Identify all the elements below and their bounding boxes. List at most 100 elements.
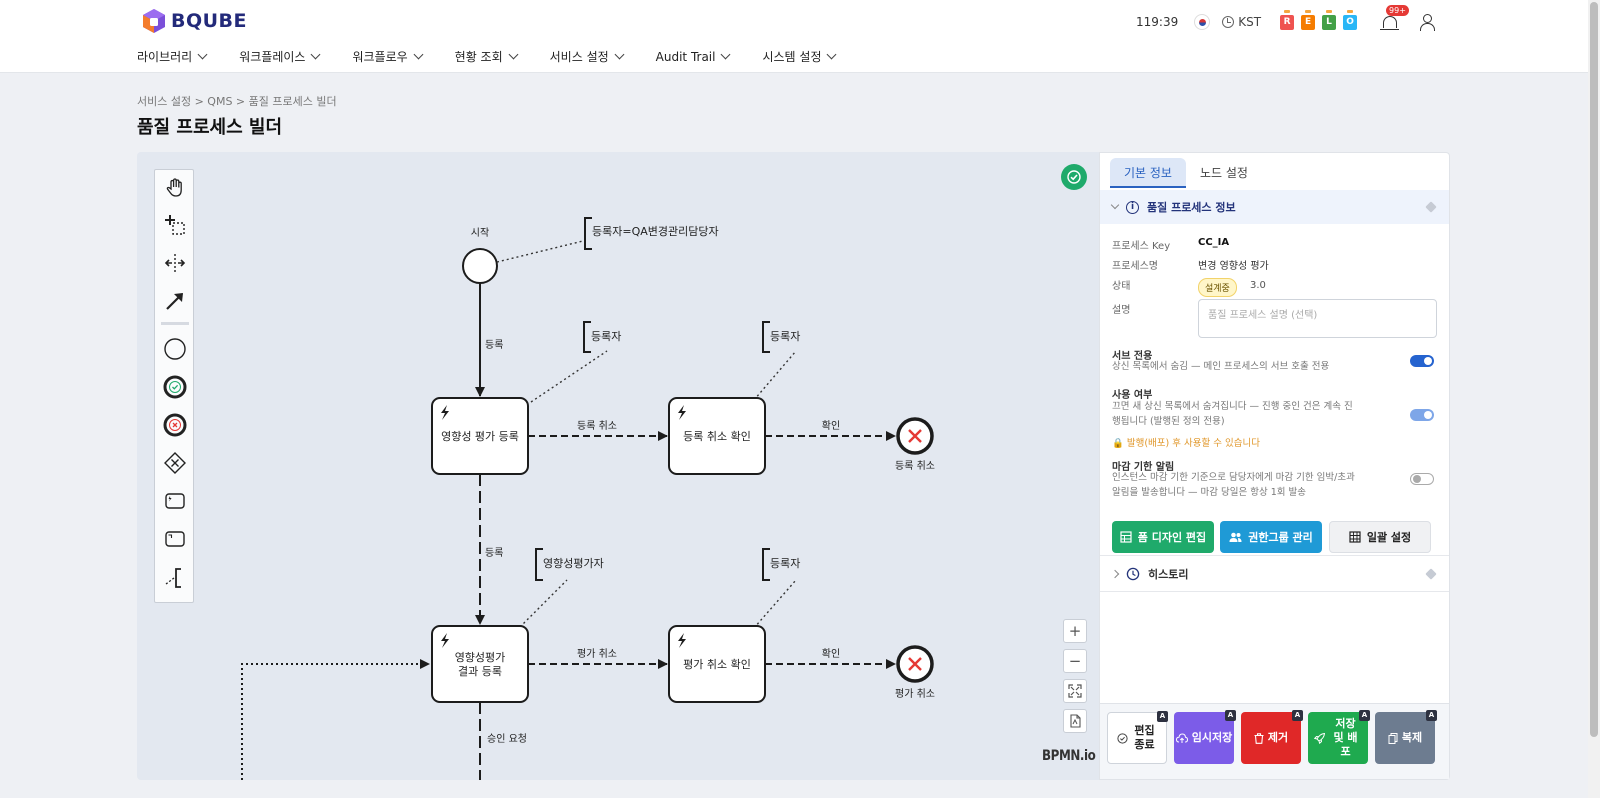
bpmn-canvas[interactable]: 시작 등록자=QA변경관리담당자 등록 등록자 등록자 영향성 평가 등록 등록… <box>137 152 1099 780</box>
annotation-tool-icon[interactable] <box>162 565 188 591</box>
batch-settings-button[interactable]: 일괄 설정 <box>1329 521 1431 553</box>
cancel-x-icon <box>908 429 922 443</box>
connect-tool-icon[interactable] <box>162 288 188 314</box>
palette-separator <box>161 322 189 325</box>
section-header-process-info[interactable]: i 품질 프로세스 정보 <box>1100 190 1449 224</box>
shortcut-badge: A <box>1426 710 1437 721</box>
button-label: 일괄 설정 <box>1366 531 1412 544</box>
nav-audit-trail[interactable]: Audit Trail <box>655 48 731 65</box>
gateway-tool-icon[interactable] <box>162 450 188 476</box>
chevron-down-icon <box>197 49 208 60</box>
save-deploy-button[interactable]: 저장 및 배포 A <box>1308 710 1370 764</box>
nav-status[interactable]: 현황 조회 <box>454 48 519 65</box>
annotation-text: 등록자=QA변경관리담당자 <box>592 225 719 238</box>
option-desc: 상신 목록에서 숨김 — 메인 프로세스의 서브 호출 전용 <box>1112 361 1330 372</box>
export-pdf-button[interactable] <box>1063 709 1087 733</box>
user-icon[interactable] <box>1419 13 1436 31</box>
copy-button[interactable]: 복제 A <box>1375 710 1437 764</box>
description-input[interactable]: 품질 프로세스 설명 (선택) <box>1198 299 1437 338</box>
option-title: 마감 기한 알림 <box>1112 462 1175 473</box>
button-label: 편집 종료 <box>1134 724 1155 751</box>
remove-button[interactable]: 제거 A <box>1241 710 1303 764</box>
end-event-label: 평가 취소 <box>895 688 935 700</box>
chevron-down-icon <box>614 49 625 60</box>
button-label: 저장 및 배포 <box>1333 717 1358 758</box>
end-event-label: 등록 취소 <box>895 460 935 472</box>
field-label: 프로세스 Key <box>1112 241 1171 252</box>
tab-basic-info[interactable]: 기본 정보 <box>1110 158 1186 188</box>
nav-label: 시스템 설정 <box>762 50 822 64</box>
start-event-tool-icon[interactable] <box>162 336 188 362</box>
relo-badge-o[interactable]: O <box>1343 9 1358 30</box>
form-icon <box>1120 531 1132 543</box>
end-edit-button[interactable]: 편집 종료 A <box>1107 711 1168 764</box>
scrollbar-thumb[interactable] <box>1590 2 1598 737</box>
brand-logo[interactable]: BQUBE <box>142 8 247 34</box>
use-toggle[interactable] <box>1410 409 1434 421</box>
fit-view-button[interactable] <box>1063 679 1087 703</box>
permission-group-button[interactable]: 권한그룹 관리 <box>1220 521 1322 553</box>
timezone-label: KST <box>1238 15 1262 29</box>
copy-icon <box>1388 732 1398 744</box>
due-alert-toggle[interactable] <box>1410 473 1434 485</box>
nav-system-settings[interactable]: 시스템 설정 <box>762 48 837 65</box>
pin-icon[interactable] <box>1425 567 1437 580</box>
breadcrumb: 서비스 설정 > QMS > 품질 프로세스 빌더 <box>137 95 337 108</box>
status-badge: 설계중 <box>1198 278 1237 297</box>
validation-ok-icon[interactable] <box>1061 164 1087 190</box>
section-header-history[interactable]: 히스토리 <box>1100 555 1449 592</box>
bell-icon <box>1380 16 1400 30</box>
button-label: 폼 디자인 편집 <box>1137 531 1207 544</box>
nav-workplace[interactable]: 워크플레이스 <box>239 48 321 65</box>
flow-label: 확인 <box>822 648 840 660</box>
nav-label: 현황 조회 <box>454 50 503 64</box>
relo-badge-e[interactable]: E <box>1301 9 1316 30</box>
tab-node-settings[interactable]: 노드 설정 <box>1199 166 1248 180</box>
section-title: 품질 프로세스 정보 <box>1147 201 1236 214</box>
start-event[interactable] <box>462 248 498 284</box>
end-event-cancel-tool-icon[interactable] <box>162 412 188 438</box>
flow-label: 등록 취소 <box>577 420 617 432</box>
pin-icon[interactable] <box>1425 201 1437 213</box>
form-design-button[interactable]: 폼 디자인 편집 <box>1112 521 1214 553</box>
task-tool-icon[interactable] <box>162 488 188 514</box>
relo-badge-l[interactable]: L <box>1322 9 1337 30</box>
temp-save-button[interactable]: 임시저장 A <box>1174 710 1236 764</box>
trash-icon <box>1254 732 1264 744</box>
notifications-button[interactable]: 99+ <box>1380 5 1409 32</box>
shortcut-badge: A <box>1292 710 1303 721</box>
end-event-check-tool-icon[interactable] <box>162 374 188 400</box>
subprocess-tool-icon[interactable] <box>162 526 188 552</box>
page-scrollbar[interactable] <box>1588 0 1600 798</box>
lightning-icon <box>678 633 686 648</box>
nav-label: 워크플로우 <box>352 50 408 64</box>
task-label: 영향성평가 <box>455 651 506 664</box>
option-title: 사용 여부 <box>1112 390 1153 401</box>
fit-view-icon <box>1068 684 1082 698</box>
language-flag-icon[interactable] <box>1194 14 1211 30</box>
button-label: 임시저장 <box>1191 731 1233 744</box>
timezone-selector[interactable]: KST <box>1222 15 1261 29</box>
zoom-out-button[interactable]: − <box>1063 649 1087 673</box>
button-label: 제거 <box>1267 731 1289 744</box>
lasso-tool-icon[interactable] <box>162 212 188 238</box>
button-label: 권한그룹 관리 <box>1248 531 1313 544</box>
task-label: 결과 등록 <box>458 665 502 678</box>
bpmn-io-watermark[interactable]: BPMN.io <box>1042 748 1096 764</box>
clock-icon <box>1222 16 1235 28</box>
sub-only-toggle[interactable] <box>1410 355 1434 367</box>
flow-label: 확인 <box>822 420 840 432</box>
nav-service-settings[interactable]: 서비스 설정 <box>550 48 625 65</box>
nav-label: Audit Trail <box>655 49 716 64</box>
nav-workflow[interactable]: 워크플로우 <box>352 48 424 65</box>
task-node[interactable] <box>431 625 529 703</box>
loop-flow[interactable] <box>241 663 420 780</box>
hand-tool-icon[interactable] <box>162 175 188 201</box>
zoom-in-button[interactable]: + <box>1063 619 1087 643</box>
top-header: BQUBE 라이브러리 워크플레이스 워크플로우 현황 조회 서비스 설정 Au… <box>0 0 1600 73</box>
space-tool-icon[interactable] <box>162 250 188 276</box>
notification-count-badge: 99+ <box>1386 5 1409 16</box>
plus-icon: + <box>1068 622 1082 640</box>
relo-badge-r[interactable]: R <box>1280 9 1295 30</box>
nav-library[interactable]: 라이브러리 <box>137 48 208 65</box>
